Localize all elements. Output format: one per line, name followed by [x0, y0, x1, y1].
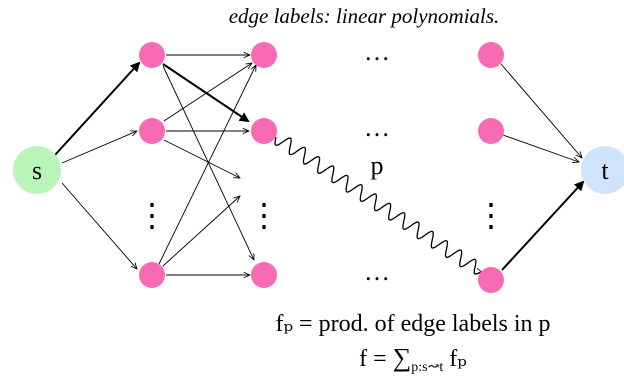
- edge-z2-t: [502, 134, 579, 162]
- edge-a2-mid: [163, 139, 240, 178]
- vdots-col-z: ⋮: [475, 197, 507, 233]
- source-label: s: [32, 156, 42, 185]
- node-z2: [478, 118, 504, 144]
- node-sink: [581, 146, 624, 194]
- f-formula-rhs: fₚ: [443, 346, 467, 372]
- ellipses: … … … ⋮ ⋮ ⋮: [136, 37, 507, 286]
- fp-formula: fₚ = prod. of edge labels in p: [275, 311, 550, 337]
- node-z3: [478, 267, 504, 293]
- edge-a3-mid: [162, 196, 240, 267]
- node-b2: [251, 118, 277, 144]
- highlighted-path: [54, 61, 585, 271]
- edge-a2-b1: [163, 63, 252, 122]
- path-label: p: [371, 151, 384, 180]
- wavy-path-p: [274, 136, 482, 275]
- edge-s-mid: [61, 131, 137, 164]
- vdots-col-b: ⋮: [248, 197, 280, 233]
- node-source: [13, 146, 61, 194]
- ellipsis-bottom: …: [364, 257, 390, 286]
- node-a2: [139, 118, 165, 144]
- ellipsis-top: …: [364, 37, 390, 66]
- caption: edge labels: linear polynomials.: [229, 4, 500, 28]
- node-a3: [139, 262, 165, 288]
- edge-s-bottom: [61, 182, 137, 269]
- node-z1: [478, 42, 504, 68]
- sink-label: t: [601, 156, 609, 185]
- vdots-col-a: ⋮: [136, 197, 168, 233]
- f-formula: f = ∑p:s↝t fₚ: [359, 343, 467, 375]
- node-b1: [251, 42, 277, 68]
- sum-subscript: p:s↝t: [411, 360, 443, 375]
- node-a1: [139, 42, 165, 68]
- edge-z3-t: [501, 180, 585, 271]
- edge-a1-b2: [162, 63, 250, 123]
- edge-z1-t: [500, 63, 582, 158]
- ellipsis-middle: …: [364, 113, 390, 142]
- thin-edges: [61, 55, 582, 275]
- nodes: [13, 42, 624, 293]
- edge-a3-b1: [158, 65, 256, 265]
- edge-s-a1: [54, 61, 141, 156]
- node-b3: [251, 262, 277, 288]
- sum-symbol: ∑: [393, 343, 412, 372]
- f-formula-lhs: f =: [359, 346, 393, 372]
